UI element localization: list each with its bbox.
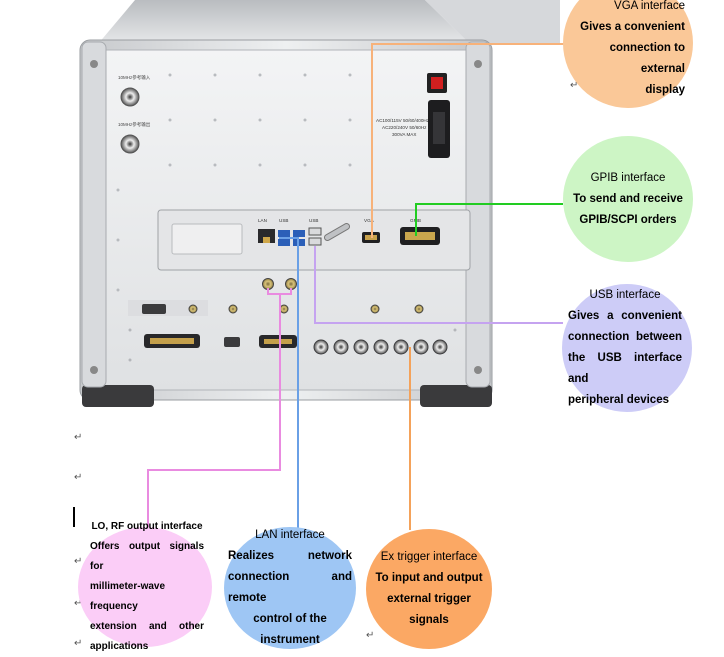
io-handle [323, 223, 351, 241]
ref-in-bnc [120, 87, 140, 107]
ref-in-label: 10MHz参考输入 [118, 74, 151, 81]
gpib-desc-2: GPIB/SCPI orders [579, 213, 677, 226]
trig-desc-1: To input and output [375, 572, 483, 584]
lo-out-bnc-1 [262, 278, 274, 290]
lan-desc-3: control of the instrument [253, 613, 327, 646]
lan-leader [279, 237, 299, 528]
paragraph-mark: ↵ [74, 556, 83, 567]
lan-port [258, 229, 275, 243]
usb-desc-4: peripheral devices [568, 394, 669, 406]
lo-desc-1: Offers output signals for [90, 541, 204, 572]
paragraph-mark: ↵ [74, 598, 83, 609]
vga-desc-1: Gives a convenient [580, 20, 685, 33]
ref-out-bnc [120, 134, 140, 154]
paragraph-mark: ↵ [74, 472, 83, 483]
usb-title: USB interface [589, 289, 661, 301]
lo-title: LO, RF output interface [91, 521, 203, 532]
usb-port-2 [278, 239, 290, 246]
lan-desc-1: Realizes network [228, 550, 352, 562]
ref-out-label: 10MHz参考输出 [118, 121, 151, 128]
lo-desc-4: applications [90, 641, 149, 652]
vga-callout: VGA interface Gives a convenient connect… [563, 0, 693, 108]
db9-port-2 [224, 337, 240, 347]
top-cover [98, 0, 470, 44]
vga-leader [371, 43, 565, 238]
gpib-leader [415, 203, 563, 236]
paragraph-mark: ↵ [366, 630, 375, 641]
gpib-callout: GPIB interface To send and receive GPIB/… [563, 136, 693, 262]
vga-desc-2: connection to external [609, 41, 685, 75]
gpib-title: GPIB interface [590, 171, 666, 184]
text-cursor [73, 507, 75, 527]
lan-callout: LAN interface Realizes network connectio… [224, 527, 356, 649]
usb-desc-2: connection between [568, 331, 682, 343]
vga-label: VGA [364, 218, 375, 223]
lo-out-bnc-2 [285, 278, 297, 290]
usb1-label: USB [279, 218, 288, 223]
vga-desc-3: display [645, 83, 685, 96]
usb-port-1 [278, 230, 290, 237]
trig-desc-2: external trigger signals [387, 593, 471, 626]
trigger-callout: Ex trigger interface To input and output… [366, 529, 492, 649]
power-rating-line1: AC100/115V 50/60/400Hz [376, 118, 430, 123]
trigger-bnc-row [313, 339, 448, 355]
lan-desc-2: connection and remote [228, 571, 352, 604]
usb-desc-3: the USB interface and [568, 352, 682, 385]
usb-port-4 [308, 237, 322, 246]
paragraph-mark: ↵ [74, 432, 83, 443]
db9-port-1 [142, 304, 166, 314]
power-rating-line2: AC220/240V 50/60Hz [382, 125, 427, 130]
lo-rf-callout: LO, RF output interface Offers output si… [78, 521, 212, 652]
usb2-label: USB [309, 218, 318, 223]
usb-leader [314, 246, 563, 324]
vga-title: VGA interface [614, 0, 685, 12]
paragraph-mark: ↵ [570, 80, 579, 91]
lo-leader [147, 288, 281, 528]
usb-desc-1: Gives a convenient [568, 310, 682, 322]
lan-title: LAN interface [255, 529, 325, 541]
lan-label: LAN [258, 218, 267, 223]
usb-callout: USB interface Gives a convenient connect… [562, 284, 692, 412]
paragraph-mark: ↵ [74, 638, 83, 649]
gpib-desc-1: To send and receive [573, 192, 683, 205]
power-rating-line3: 300VA MAX [392, 132, 416, 137]
lo-desc-2: millimeter-wave frequency [90, 581, 166, 612]
trig-title: Ex trigger interface [380, 551, 478, 563]
left-foot [82, 385, 154, 407]
lo-desc-3: extension and other [90, 621, 204, 632]
right-foot [420, 385, 492, 407]
top-rail [425, 0, 560, 44]
usb-port-3 [308, 227, 322, 236]
